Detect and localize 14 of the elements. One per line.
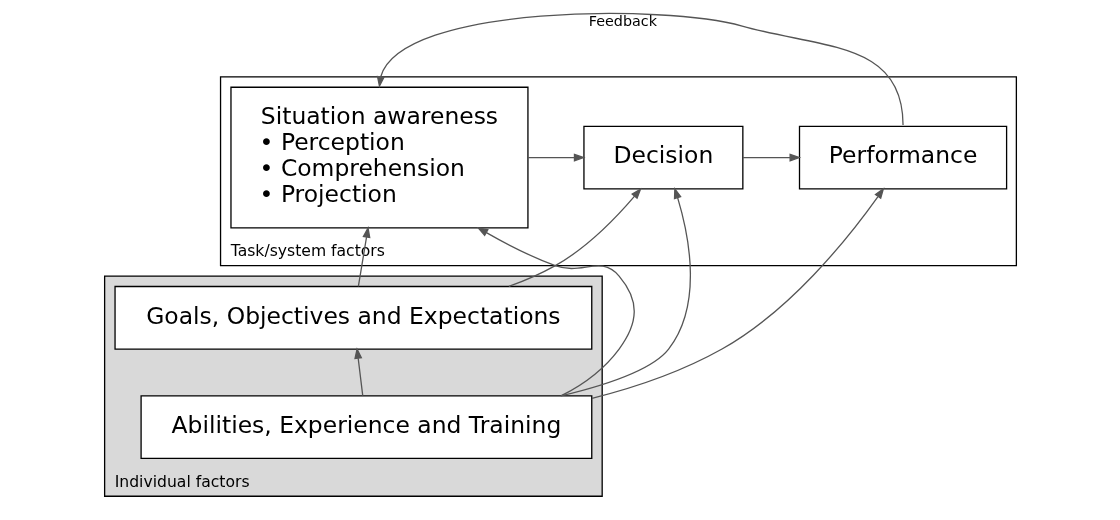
- arrow: [353, 347, 363, 397]
- edge-label: Feedback: [588, 13, 657, 30]
- node-box: Abilities, Experience and Training: [139, 395, 592, 460]
- node-box: Goals, Objectives and Expectations: [113, 285, 592, 350]
- arrow: [590, 187, 884, 399]
- arrow: [476, 227, 635, 397]
- arrow: [526, 153, 586, 162]
- arrow: [376, 12, 904, 126]
- arrow: [559, 186, 691, 397]
- arrow: [741, 153, 801, 162]
- node-box: Situation awareness • Perception • Comprehension • Projection: [229, 86, 529, 229]
- node-box: Performance: [798, 125, 1007, 190]
- node-box: Decision: [582, 125, 743, 190]
- arrow: [357, 226, 370, 288]
